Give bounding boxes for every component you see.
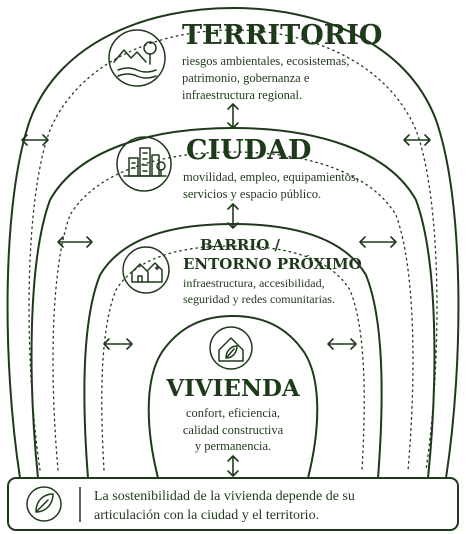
vertical-arrow-ciudad-barrio	[227, 203, 239, 229]
vivienda-desc-line-1: confort, eficiencia,	[186, 406, 280, 420]
ciudad-desc-line-2: servicios y espacio público.	[183, 187, 321, 201]
footer-box	[7, 477, 459, 531]
neighborhood-icon	[122, 246, 170, 294]
vivienda-desc-line-2: calidad constructiva	[183, 423, 284, 437]
horizontal-arrow-right-2	[359, 236, 397, 248]
territorio-inner-dotted-ring	[28, 29, 438, 471]
barrio-desc-line-1: infraestructura, accesibilidad,	[183, 276, 325, 290]
vivienda-desc-line-3: y permanencia.	[195, 439, 271, 453]
territorio-desc-line-1: riesgos ambientales, ecosistemas,	[182, 54, 349, 68]
vivienda-ring	[147, 314, 319, 479]
barrio-title-line-1: BARRIO /	[200, 236, 281, 254]
territorio-ring	[6, 6, 460, 479]
horizontal-arrow-right-3	[327, 338, 357, 350]
barrio-title-line-2: ENTORNO PRÓXIMO	[183, 255, 362, 273]
landscape-icon	[108, 29, 166, 87]
horizontal-arrow-left-2	[57, 236, 93, 248]
territorio-desc-line-3: infraestructura regional.	[182, 88, 302, 102]
leaf-icon	[26, 486, 62, 522]
city-buildings-icon	[116, 136, 172, 192]
ciudad-title: CIUDAD	[186, 135, 311, 166]
horizontal-arrow-left-3	[103, 338, 133, 350]
vertical-arrow-territorio-ciudad	[227, 103, 239, 129]
footer-text-line-1: La sostenibilidad de la vivienda depende…	[94, 489, 355, 504]
house-leaf-icon	[209, 326, 253, 370]
footer-text-line-2: articulación con la ciudad y el territor…	[94, 508, 319, 523]
territorio-title: TERRITORIO	[182, 20, 382, 51]
barrio-desc-line-2: seguridad y redes comunitarias.	[183, 292, 335, 306]
vertical-arrow-vivienda-footer	[227, 455, 239, 477]
territorio-desc-line-2: patrimonio, gobernanza e	[182, 71, 310, 85]
vivienda-title: VIVIENDA	[165, 375, 301, 402]
horizontal-arrow-right-1	[403, 134, 431, 146]
horizontal-arrow-left-1	[21, 134, 49, 146]
ciudad-desc-line-1: movilidad, empleo, equipamientos,	[183, 170, 359, 184]
